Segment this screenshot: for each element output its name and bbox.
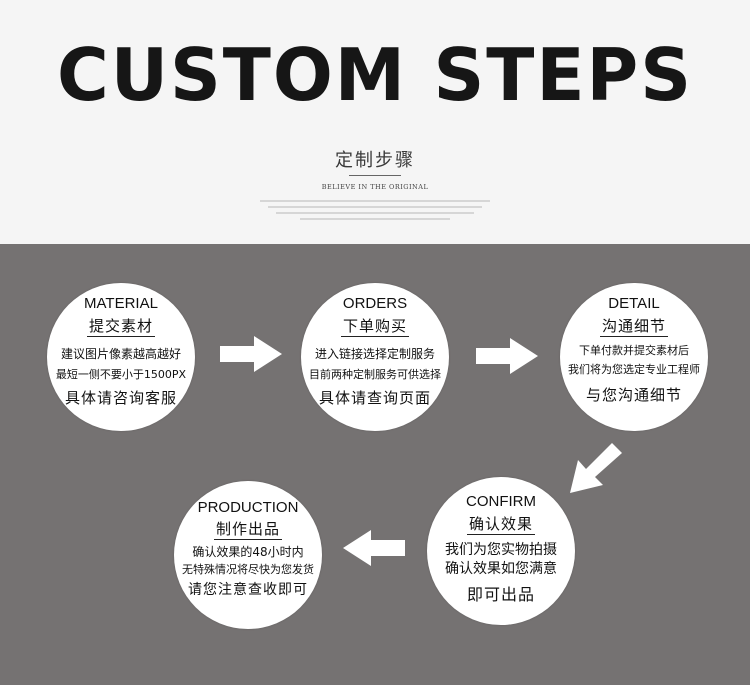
decorative-text-line: [276, 212, 474, 214]
step-desc-line: 确认效果的48小时内: [192, 545, 304, 559]
step-title-cn: 提交素材: [86, 317, 155, 337]
step-production: PRODUCTION 制作出品 确认效果的48小时内 无特殊情况将尽快为您发货 …: [174, 481, 322, 629]
step-title-cn: 沟通细节: [599, 317, 668, 337]
subtitle-divider: [349, 175, 401, 176]
decorative-text-line: [300, 218, 450, 220]
step-desc-line: 无特殊情况将尽快为您发货: [182, 563, 314, 576]
subtitle-english: BELIEVE IN THE ORIGINAL: [321, 183, 429, 191]
step-desc-line: 我们为您实物拍摄: [445, 542, 557, 558]
step-title-cn: 下单购买: [340, 317, 409, 337]
step-title-cn: 制作出品: [213, 520, 282, 540]
step-desc-line: 请您注意查收即可: [188, 582, 308, 598]
step-title-en: ORDERS: [342, 295, 408, 312]
step-desc-line: 目前两种定制服务可供选择: [309, 368, 441, 381]
step-desc-line: 我们将为您选定专业工程师: [568, 363, 700, 376]
step-title-en: PRODUCTION: [197, 499, 299, 516]
step-desc-line: 与您沟通细节: [585, 386, 682, 404]
arrow-right-icon: [220, 336, 282, 372]
decorative-text-line: [260, 200, 490, 202]
step-title-en: DETAIL: [608, 295, 660, 312]
header-section: CUSTOM STEPS 定制步骤 BELIEVE IN THE ORIGINA…: [0, 0, 750, 244]
arrow-right-icon: [476, 338, 538, 374]
step-desc-line: 进入链接选择定制服务: [314, 347, 435, 361]
step-detail: DETAIL 沟通细节 下单付款并提交素材后 我们将为您选定专业工程师 与您沟通…: [560, 283, 708, 431]
step-desc-line: 具体请查询页面: [318, 389, 431, 407]
arrow-left-icon: [343, 530, 405, 566]
step-orders: ORDERS 下单购买 进入链接选择定制服务 目前两种定制服务可供选择 具体请查…: [301, 283, 449, 431]
step-desc-line: 即可出品: [466, 585, 535, 604]
step-desc-line: 最短一侧不要小于1500PX: [55, 368, 187, 381]
step-title-cn: 确认效果: [466, 515, 535, 535]
step-title-en: MATERIAL: [84, 295, 158, 312]
step-desc-line: 下单付款并提交素材后: [579, 344, 689, 357]
step-title-en: CONFIRM: [466, 493, 536, 510]
step-desc-line: 建议图片像素越高越好: [60, 347, 181, 361]
step-desc-line: 确认效果如您满意: [445, 561, 557, 577]
step-material: MATERIAL 提交素材 建议图片像素越高越好 最短一侧不要小于1500PX …: [47, 283, 195, 431]
step-desc-line: 具体请咨询客服: [64, 389, 177, 407]
step-confirm: CONFIRM 确认效果 我们为您实物拍摄 确认效果如您满意 即可出品: [427, 477, 575, 625]
subtitle-chinese: 定制步骤: [335, 150, 415, 171]
page-title: CUSTOM STEPS: [56, 33, 693, 117]
decorative-text-line: [268, 206, 482, 208]
arrow-down-left-icon: [570, 443, 622, 493]
